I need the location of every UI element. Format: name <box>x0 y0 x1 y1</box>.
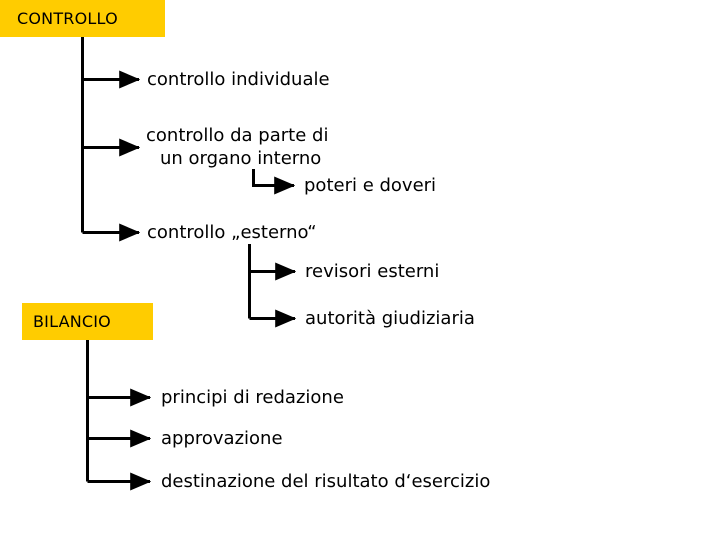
node-bilancio-label: BILANCIO <box>33 311 111 331</box>
node-bilancio[interactable]: BILANCIO <box>22 303 153 340</box>
leaf-controllo-esterno: controllo „esterno“ <box>147 222 317 243</box>
leaf-autorita-giudiziaria: autorità giudiziaria <box>305 308 475 329</box>
arrow-poteri-doveri <box>252 169 296 195</box>
node-controllo-label: CONTROLLO <box>17 8 118 28</box>
leaf-revisori-esterni: revisori esterni <box>305 261 440 282</box>
leaf-principi-redazione: principi di redazione <box>161 387 344 408</box>
leaf-approvazione: approvazione <box>161 428 283 449</box>
leaf-controllo-individuale: controllo individuale <box>147 69 330 90</box>
leaf-organo-interno-line1: controllo da parte di <box>146 125 329 146</box>
leaf-organo-interno-line2: un organo interno <box>160 148 322 169</box>
node-controllo[interactable]: CONTROLLO <box>0 0 165 37</box>
leaf-poteri-doveri: poteri e doveri <box>304 175 437 196</box>
leaf-destinazione-risultato: destinazione del risultato d‘esercizio <box>161 471 491 492</box>
